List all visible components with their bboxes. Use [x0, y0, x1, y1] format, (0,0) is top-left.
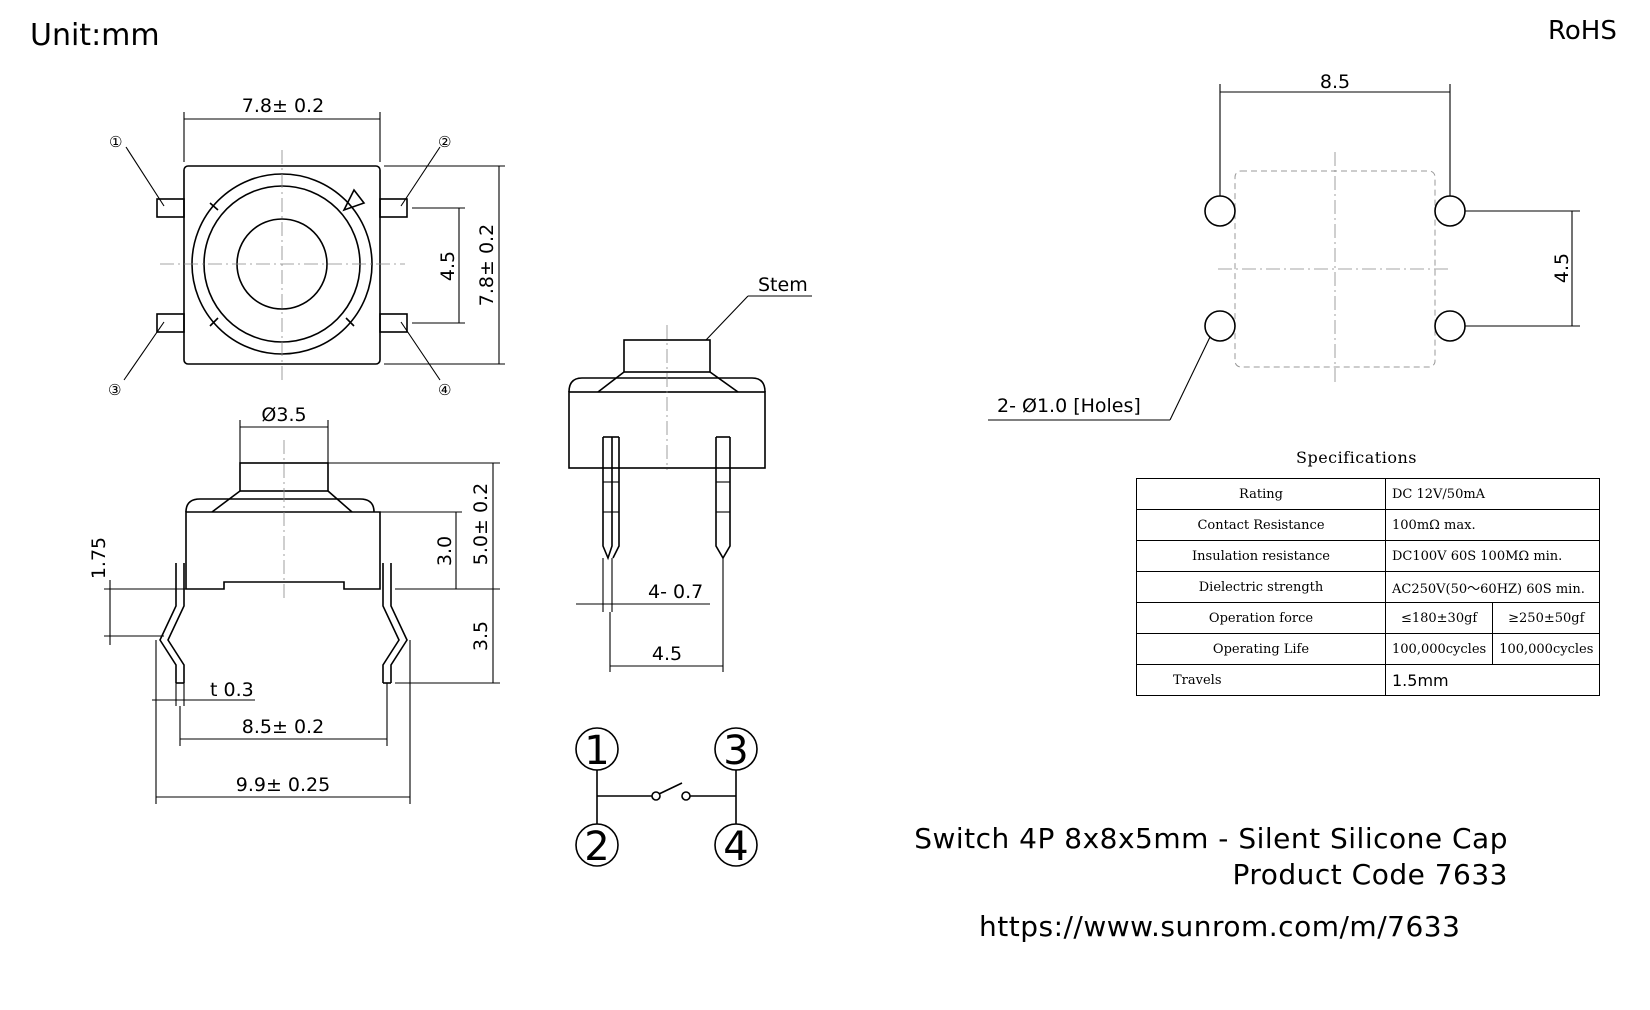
pin-2-leader	[400, 146, 441, 207]
pin-2-label: ②	[438, 133, 451, 151]
spec-value: ≥250±50gf	[1492, 602, 1601, 634]
lead-offset-dimension: 1.75	[88, 537, 110, 579]
spec-label: Operation force	[1136, 602, 1386, 634]
pcb-height-dimension: 4.5	[1551, 253, 1573, 283]
table-row: Travels 1.5mm	[1136, 664, 1601, 696]
spec-value: AC250V(50～60HZ) 60S min.	[1384, 571, 1601, 603]
notch	[345, 317, 355, 327]
pin-4-leader	[400, 321, 441, 381]
front-lead-left	[159, 563, 177, 683]
side-pin-pitch-dimension: 4.5	[652, 643, 682, 665]
spec-label: Dielectric strength	[1136, 571, 1386, 603]
notch	[209, 202, 219, 211]
terminal-3-label: 3	[723, 728, 748, 774]
hole-top-right	[1434, 195, 1466, 227]
hole-bottom-right	[1434, 310, 1466, 342]
lead-span-dimension: 8.5± 0.2	[242, 716, 324, 738]
specifications-table: Rating DC 12V/50mA Contact Resistance 10…	[1136, 478, 1601, 696]
product-url[interactable]: https://www.sunrom.com/m/7633	[979, 910, 1461, 943]
spec-label: Rating	[1136, 478, 1386, 510]
pin-4-label: ④	[438, 381, 451, 399]
table-row: Contact Resistance 100mΩ max.	[1136, 509, 1601, 541]
holes-label: 2- Ø1.0 [Holes]	[997, 395, 1141, 417]
pin-3-leader	[123, 321, 165, 381]
specifications-title: Specifications	[1296, 448, 1417, 467]
top-width-dimension: 7.8± 0.2	[242, 95, 324, 117]
table-row: Insulation resistance DC100V 60S 100MΩ m…	[1136, 540, 1601, 572]
hole-bottom-left	[1204, 310, 1236, 342]
side-stem	[623, 339, 711, 373]
overall-span-dimension: 9.9± 0.25	[236, 774, 330, 796]
top-body-outline	[183, 165, 381, 365]
pin-2-pad	[379, 198, 408, 218]
table-row: Dielectric strength AC250V(50～60HZ) 60S …	[1136, 571, 1601, 603]
pin-width-dimension: 4- 0.7	[648, 581, 703, 603]
side-pin-left	[602, 437, 613, 561]
top-height-dimension: 7.8± 0.2	[476, 224, 498, 306]
front-view: Ø3.5 5.0± 0.2 3.0 3.5 1.75 t 0.3 8.5± 0.…	[88, 404, 500, 804]
notch	[209, 317, 219, 327]
pin-1-pad	[156, 198, 185, 218]
thickness-dimension: t 0.3	[210, 679, 254, 701]
table-row: Operation force ≤180±30gf ≥250±50gf	[1136, 602, 1601, 634]
side-pin-right	[715, 437, 731, 560]
pin-1-label: ①	[109, 133, 122, 151]
stem-label: Stem	[758, 274, 808, 296]
spec-label: Travels	[1136, 664, 1386, 696]
terminal-1-label: 1	[584, 728, 609, 774]
body-height-dimension: 3.0	[434, 536, 456, 566]
front-lead-right	[382, 563, 400, 683]
orientation-mark	[342, 188, 366, 212]
side-view: Stem 4- 0.7 4.5	[568, 274, 812, 672]
switch-schematic: 1 2 3 4	[575, 727, 758, 870]
terminal-4-label: 4	[723, 824, 748, 870]
spec-value: ≤180±30gf	[1384, 602, 1494, 634]
pcb-layout: 8.5 4.5 2- Ø1.0 [Holes]	[988, 71, 1580, 421]
stem-diameter-dimension: Ø3.5	[261, 404, 306, 426]
spec-value: 100,000cycles	[1384, 633, 1494, 665]
pin-4-pad	[379, 313, 408, 333]
switch-contact	[658, 782, 683, 795]
spec-value: DC 12V/50mA	[1384, 478, 1601, 510]
top-view: ① ② ③ ④ 7.8± 0.2 7.8± 0.2 4.5	[108, 95, 505, 399]
table-row: Operating Life 100,000cycles 100,000cycl…	[1136, 633, 1601, 665]
spec-label: Operating Life	[1136, 633, 1386, 665]
spec-value: 1.5mm	[1384, 664, 1601, 696]
total-height-dimension: 5.0± 0.2	[470, 483, 492, 565]
rohs-label: RoHS	[1548, 16, 1617, 46]
top-pin-pitch-dimension: 4.5	[437, 251, 459, 281]
spec-value: DC100V 60S 100MΩ min.	[1384, 540, 1601, 572]
pin-1-leader	[125, 146, 165, 207]
unit-label: Unit:mm	[30, 18, 160, 53]
front-cap	[185, 498, 375, 513]
spec-value: 100mΩ max.	[1384, 509, 1601, 541]
spec-label: Contact Resistance	[1136, 509, 1386, 541]
terminal-2-label: 2	[584, 824, 609, 870]
hole-top-left	[1204, 195, 1236, 227]
product-code: Product Code 7633	[1232, 858, 1508, 891]
pin-3-label: ③	[108, 381, 121, 399]
pin-3-pad	[156, 313, 185, 333]
front-body	[185, 511, 381, 590]
pcb-width-dimension: 8.5	[1320, 71, 1350, 93]
spec-value: 100,000cycles	[1492, 633, 1601, 665]
lead-length-dimension: 3.5	[470, 621, 492, 651]
spec-label: Insulation resistance	[1136, 540, 1386, 572]
table-row: Rating DC 12V/50mA	[1136, 478, 1601, 510]
product-title: Switch 4P 8x8x5mm - Silent Silicone Cap	[914, 822, 1508, 855]
